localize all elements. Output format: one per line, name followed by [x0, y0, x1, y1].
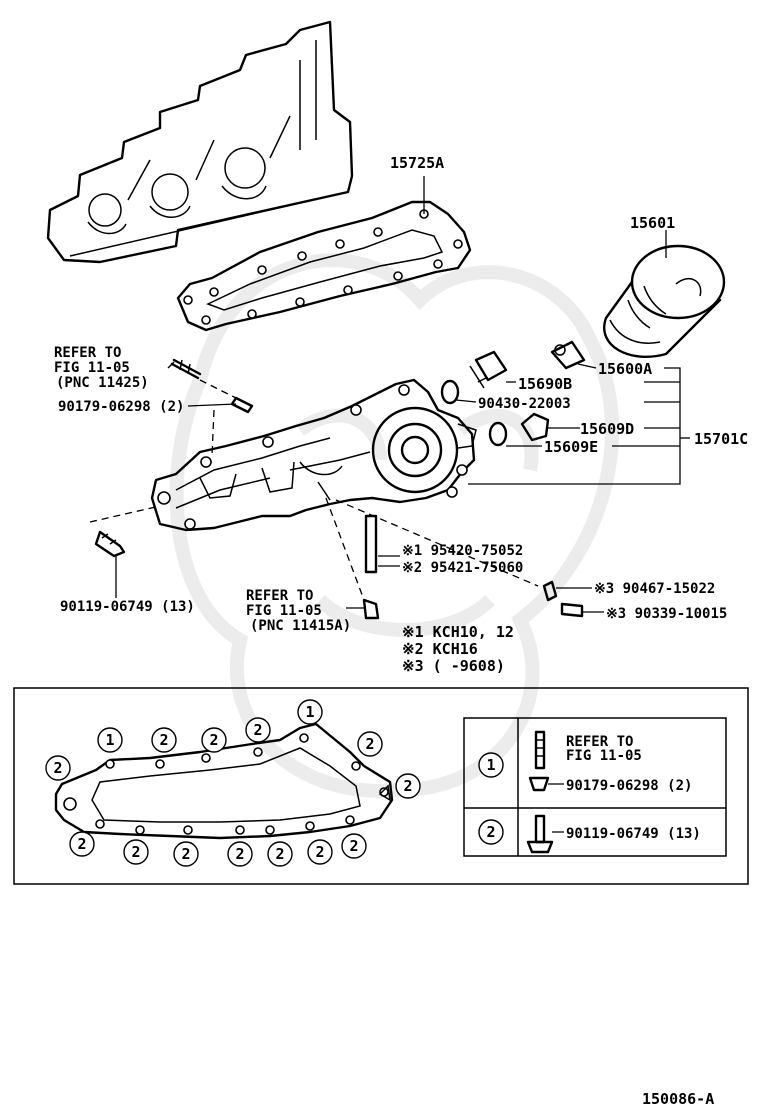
small-parts — [440, 340, 586, 447]
engine-block — [46, 20, 354, 264]
label-15725A: 15725A — [390, 154, 444, 172]
mark-12: 2 — [227, 841, 253, 867]
mark-10: 2 — [123, 839, 149, 865]
mark-2: 2 — [151, 727, 177, 753]
legend-row2-text: 90119-06749 (13) — [566, 826, 701, 842]
mark-4: 2 — [245, 717, 271, 743]
refer-to-fig-upper: REFER TO FIG 11-05 (PNC 11425) — [54, 345, 149, 391]
svg-text:2: 2 — [486, 823, 495, 841]
diagram-code: 150086-A — [642, 1090, 714, 1108]
guide-lines — [89, 379, 539, 601]
label-15600A: 15600A — [598, 360, 652, 378]
mark-3: 2 — [201, 727, 227, 753]
legend-row1-text2: FIG 11-05 — [566, 748, 642, 764]
mark-6: 2 — [357, 731, 383, 757]
label-90179: 90179-06298 (2) — [58, 399, 184, 415]
svg-text:2: 2 — [159, 731, 168, 749]
mark-14: 2 — [307, 839, 333, 865]
label-15609D: 15609D — [580, 420, 634, 438]
label-15690B: 15690B — [518, 375, 572, 393]
legend-mark-1: 1 — [478, 752, 504, 778]
mark-15: 2 — [341, 833, 367, 859]
label-15701: 15701C — [694, 430, 748, 448]
oil-filter — [603, 244, 726, 358]
label-90467: ※3 90467-15022 — [594, 581, 715, 597]
svg-text:2: 2 — [315, 843, 324, 861]
svg-text:1: 1 — [305, 703, 314, 721]
mark-9: 2 — [69, 831, 95, 857]
nut-icon — [528, 776, 550, 792]
mark-11: 2 — [173, 841, 199, 867]
ref1-line1: REFER TO — [54, 345, 121, 361]
note-2: ※2 KCH16 — [402, 640, 478, 658]
applicability-notes: ※1 KCH10, 12 ※2 KCH16 ※3 ( -9608) — [402, 623, 514, 675]
mark-8: 2 — [395, 773, 421, 799]
label-90430: 90430-22003 — [478, 396, 571, 412]
cooler-gasket-top — [176, 200, 472, 332]
label-90119: 90119-06749 (13) — [60, 599, 195, 615]
ref2-line2: FIG 11-05 — [246, 603, 322, 619]
mark-5: 1 — [297, 699, 323, 725]
legend-mark-2: 2 — [478, 819, 504, 845]
label-15601: 15601 — [630, 214, 675, 232]
detail-frame — [13, 687, 749, 885]
label-95420: ※1 95420-75052 — [402, 543, 523, 559]
oil-cooler-cover — [150, 378, 477, 532]
svg-text:1: 1 — [486, 756, 495, 774]
part-labels: 15725A 15601 15600A 15690B 90430-22003 1… — [58, 154, 748, 622]
label-90339: ※3 90339-10015 — [606, 606, 727, 622]
gasket-detail — [54, 722, 394, 840]
note-1: ※1 KCH10, 12 — [402, 623, 514, 641]
svg-text:2: 2 — [235, 845, 244, 863]
svg-text:2: 2 — [275, 845, 284, 863]
fastener-legend-table: 1 2 REFER TO FIG 11-05 90179-06298 (2) 9… — [463, 717, 727, 857]
svg-text:2: 2 — [365, 735, 374, 753]
label-95421: ※2 95421-75060 — [402, 560, 523, 576]
ref1-line2: FIG 11-05 — [54, 360, 130, 376]
ref2-line3: (PNC 11415A) — [250, 618, 351, 634]
ref2-line1: REFER TO — [246, 588, 313, 604]
mark-1: 1 — [97, 727, 123, 753]
svg-text:2: 2 — [253, 721, 262, 739]
svg-text:2: 2 — [349, 837, 358, 855]
leader-lines — [115, 176, 690, 613]
svg-text:2: 2 — [181, 845, 190, 863]
gasket-position-marks: 1 2 2 2 1 2 2 2 2 2 2 2 2 2 2 — [45, 699, 421, 867]
legend-row1-text3: 90179-06298 (2) — [566, 778, 692, 794]
svg-text:2: 2 — [53, 759, 62, 777]
svg-text:2: 2 — [131, 843, 140, 861]
svg-text:2: 2 — [209, 731, 218, 749]
stud-icon — [534, 730, 546, 770]
mark-7: 2 — [45, 755, 71, 781]
ref1-line3: (PNC 11425) — [56, 375, 149, 391]
label-15609E: 15609E — [544, 438, 598, 456]
bolt-icon — [534, 814, 546, 844]
mark-13: 2 — [267, 841, 293, 867]
legend-row1-text1: REFER TO — [566, 734, 633, 750]
svg-text:1: 1 — [105, 731, 114, 749]
svg-text:2: 2 — [403, 777, 412, 795]
watermark — [169, 253, 620, 798]
svg-text:2: 2 — [77, 835, 86, 853]
refer-to-fig-lower: REFER TO FIG 11-05 (PNC 11415A) — [246, 588, 351, 634]
note-3: ※3 ( -9608) — [402, 657, 505, 675]
